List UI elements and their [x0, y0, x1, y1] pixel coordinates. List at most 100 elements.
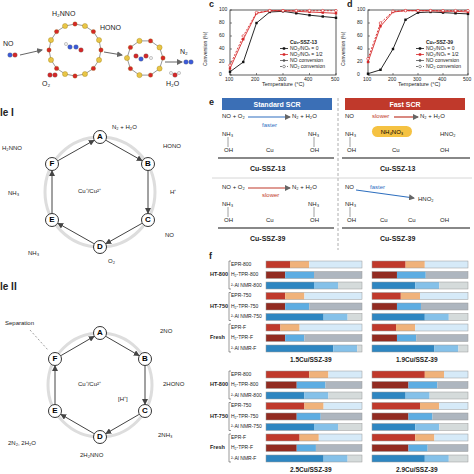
bar-segment — [300, 434, 319, 441]
bar-segment — [408, 445, 427, 452]
plot-frame — [368, 10, 468, 75]
bar-outline — [372, 455, 468, 462]
cycle-arrow — [61, 337, 94, 356]
text-label: faster — [262, 122, 277, 128]
text-label: Fresh — [210, 445, 225, 451]
data-marker — [308, 14, 310, 16]
text-label: NO + O₂ — [222, 184, 245, 190]
text-label: Cu-SSZ-39 — [380, 235, 415, 242]
data-marker — [255, 11, 258, 14]
bar-outline — [372, 382, 468, 389]
bar-outline — [372, 293, 468, 300]
text-label: Cu — [380, 217, 388, 223]
bar-segment — [415, 434, 434, 441]
bar-segment — [304, 293, 362, 300]
bar-outline — [372, 403, 468, 410]
bar-segment — [280, 324, 299, 331]
tick — [283, 73, 284, 75]
atom — [8, 53, 13, 58]
atom — [74, 45, 79, 50]
bar-segment — [397, 272, 426, 279]
intermediate-circle: D — [93, 430, 107, 444]
legend-text: Cuₓ-SSZ-39 — [426, 40, 453, 45]
data-marker — [404, 19, 406, 21]
text-label: NO — [3, 40, 14, 47]
intermediate-circle: B — [138, 352, 152, 366]
plot-frame — [230, 10, 336, 75]
ring-bond — [127, 41, 163, 75]
text-label: c — [209, 0, 214, 9]
flow-arrow — [20, 50, 42, 55]
text-label: 0 — [219, 72, 222, 77]
data-marker — [367, 61, 369, 63]
tick — [336, 73, 337, 75]
bar-segment — [309, 261, 362, 268]
bar-segment — [324, 314, 348, 321]
bar-segment — [420, 293, 468, 300]
text-label: NH₃ — [308, 131, 319, 137]
text-label: OH — [224, 147, 233, 153]
atom — [134, 54, 139, 59]
bar-segment — [290, 261, 309, 268]
intermediate-circle: F — [45, 157, 59, 171]
bar-segment — [309, 303, 362, 310]
text-label: NO — [345, 113, 354, 119]
silicon-atom — [82, 71, 87, 76]
text-label: OH — [440, 147, 449, 153]
bar-outline — [372, 324, 468, 331]
data-curve — [368, 11, 468, 59]
bar-segment — [326, 382, 362, 389]
bar-segment — [397, 303, 421, 310]
bar-outline — [372, 345, 468, 352]
bar-segment — [266, 314, 324, 321]
text-label: N₂ + H₂O — [420, 113, 445, 119]
bar-segment — [421, 303, 468, 310]
bar-segment — [434, 345, 458, 352]
silicon-atom — [157, 45, 162, 50]
bar-segment — [426, 272, 468, 279]
cycle-arrow — [106, 140, 142, 160]
tick — [309, 73, 310, 75]
intermediate-circle: F — [48, 352, 62, 366]
framework-line — [342, 227, 470, 229]
tick — [256, 73, 257, 75]
text-label: NH₃ — [222, 131, 233, 137]
divider — [212, 178, 472, 179]
bond-line — [228, 207, 229, 217]
text-label: Separation — [5, 320, 34, 326]
bar-outline — [266, 261, 362, 268]
text-label: Cu-SSZ-13 — [380, 165, 415, 172]
silicon-atom — [157, 66, 162, 71]
bar-segment — [266, 345, 333, 352]
text-label: OH — [310, 147, 319, 153]
oxygen-atom — [73, 22, 77, 26]
text-label: NH₃ — [8, 190, 19, 196]
bar-segment — [285, 335, 304, 342]
bar-segment — [430, 392, 468, 399]
bar-segment — [314, 272, 362, 279]
data-marker — [322, 15, 324, 17]
text-label: H₂-TPR-800 — [231, 272, 258, 277]
reaction-arrow — [356, 190, 414, 198]
tick — [368, 36, 370, 37]
intermediate-circle: B — [141, 157, 155, 171]
bar-segment — [420, 403, 439, 410]
text-label: OH — [347, 217, 356, 223]
legend-sample — [419, 47, 421, 49]
data-marker — [442, 10, 444, 12]
bar-segment — [300, 324, 362, 331]
text-label: faster — [370, 184, 385, 190]
bar-segment — [328, 392, 362, 399]
divider — [338, 98, 339, 250]
text-label: le I — [0, 108, 14, 118]
text-label: Conversion (%) — [203, 32, 208, 66]
text-label: 1.9Cu/SSZ-39 — [396, 357, 438, 364]
text-label: 2HONO — [163, 381, 184, 387]
bar-segment — [285, 293, 304, 300]
data-marker — [335, 9, 338, 12]
bar-segment — [304, 403, 323, 410]
text-label: NO — [165, 232, 174, 238]
bar-outline — [266, 335, 362, 342]
text-label: NH₃ — [308, 201, 319, 207]
bar-segment — [324, 403, 362, 410]
